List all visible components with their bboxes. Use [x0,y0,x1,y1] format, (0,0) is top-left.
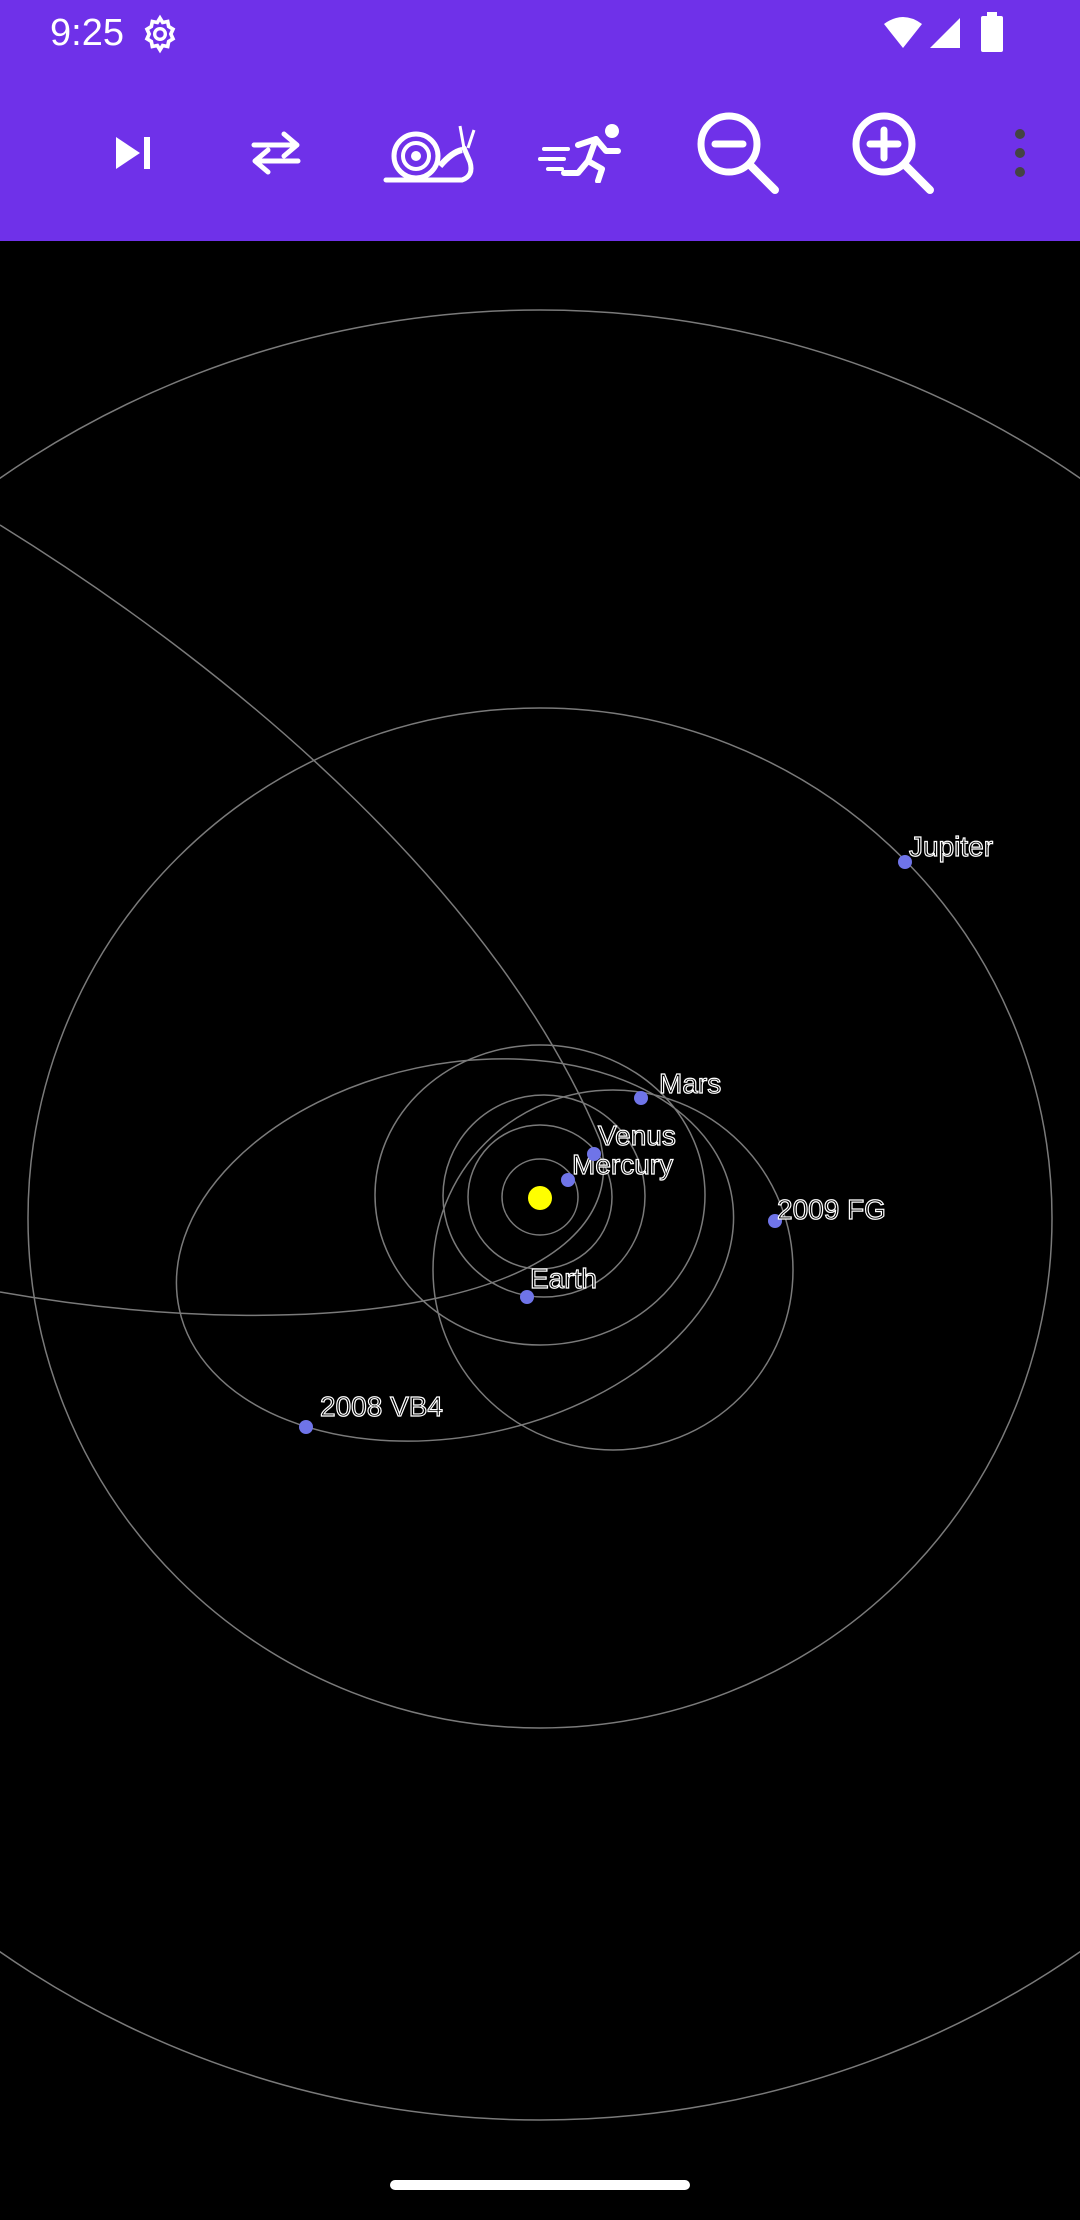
wifi-icon [882,16,924,55]
more-options-button[interactable] [982,100,1058,210]
swap-arrows-icon [250,130,302,181]
2009-fg-marker[interactable] [768,1214,782,1228]
jupiter-marker[interactable] [898,855,912,869]
mars-label: Mars [659,1068,721,1099]
venus-orbit [467,1124,613,1270]
cellular-signal-icon [928,16,962,55]
earth-label: Earth [530,1263,597,1294]
more-vert-icon [1013,128,1027,183]
earth-marker[interactable] [520,1290,534,1304]
2008-vb4-label: 2008 VB4 [320,1391,443,1422]
earth-orbit [442,1094,646,1298]
mars-orbit [374,1044,706,1346]
zoom-out-button[interactable] [683,100,793,210]
gesture-home-bar[interactable] [390,2180,690,2190]
2008-vb4-orbit [175,1058,735,1442]
slower-button[interactable] [375,100,485,210]
skip-next-icon [112,135,154,176]
mercury-marker[interactable] [561,1173,575,1187]
jupiter-orbit [27,707,1053,1729]
mars-marker[interactable] [634,1091,648,1105]
running-person-icon [538,123,628,188]
zoom-out-icon [693,108,783,203]
venus-label: Venus [598,1120,676,1151]
jupiter-label: Jupiter [909,831,993,862]
2009-fg-label: 2009 FG [777,1194,886,1225]
mercury-label: Mercury [572,1149,673,1180]
skip-next-button[interactable] [78,100,188,210]
status-bar: 9:25 [0,0,1080,66]
faster-button[interactable] [528,100,638,210]
status-time: 9:25 [50,12,124,54]
settings-gear-icon [140,14,180,59]
comet-trajectory [0,524,605,1317]
outer-orbit [0,309,1080,2121]
venus-marker[interactable] [587,1147,601,1161]
swap-direction-button[interactable] [221,100,331,210]
battery-icon [980,12,1004,57]
snail-icon [382,122,478,189]
sun [528,1186,552,1210]
zoom-in-button[interactable] [838,100,948,210]
2009-fg-orbit [432,1089,794,1451]
mercury-orbit [501,1158,579,1236]
zoom-in-icon [848,108,938,203]
2008-vb4-marker[interactable] [299,1420,313,1434]
app-bar: 9:25 [0,0,1080,241]
